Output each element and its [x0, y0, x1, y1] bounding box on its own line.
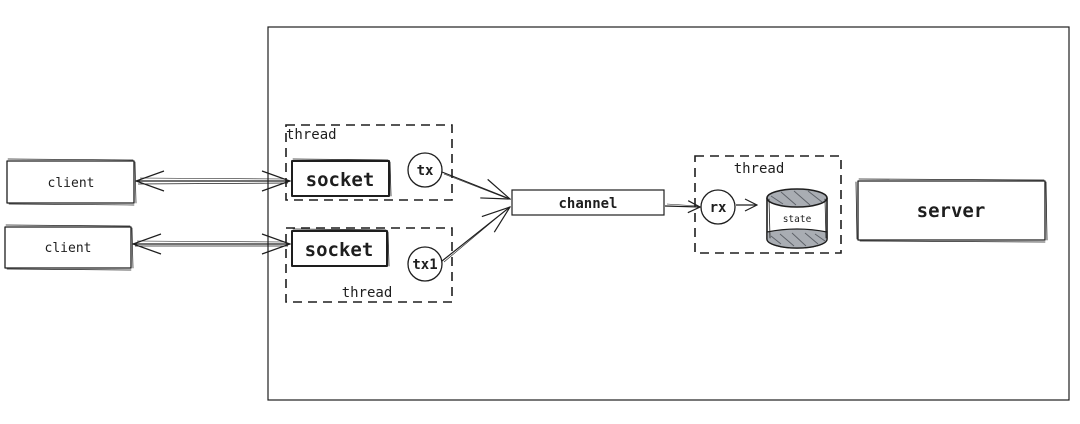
thread-label-right: thread — [734, 161, 785, 177]
connection-client2-socket — [133, 241, 290, 246]
tx1-node[interactable]: tx1 — [407, 246, 443, 282]
tx1-label: tx1 — [412, 257, 437, 273]
thread-box-top — [285, 124, 453, 201]
socket-label-bottom: socket — [305, 239, 374, 261]
channel-box[interactable]: channel — [511, 189, 665, 216]
container-box — [267, 26, 1070, 401]
thread-label-top: thread — [286, 127, 337, 143]
socket-label-top: socket — [306, 169, 375, 191]
thread-label-bottom: thread — [342, 285, 393, 301]
socket-box-top[interactable]: socket — [291, 158, 392, 197]
state-label: state — [783, 214, 812, 225]
thread-box-bottom — [285, 227, 453, 303]
connection-client1-socket — [136, 178, 290, 184]
client-box-1[interactable]: client — [6, 158, 137, 206]
server-box[interactable]: server — [855, 178, 1048, 243]
client-box-2[interactable]: client — [4, 224, 134, 271]
client-label-2: client — [45, 241, 92, 256]
arrow-channel-rx — [664, 204, 700, 207]
rx-node[interactable]: rx — [700, 189, 736, 225]
channel-label: channel — [558, 196, 617, 212]
rx-label: rx — [710, 200, 727, 216]
arrow-tx-channel — [441, 171, 510, 199]
state-database[interactable]: state — [766, 188, 828, 249]
arrow-tx1-channel — [441, 207, 510, 263]
socket-box-bottom[interactable]: socket — [291, 228, 390, 267]
server-label: server — [917, 200, 986, 222]
tx-label: tx — [417, 163, 434, 179]
client-label-1: client — [48, 176, 95, 191]
tx-node[interactable]: tx — [407, 152, 443, 188]
